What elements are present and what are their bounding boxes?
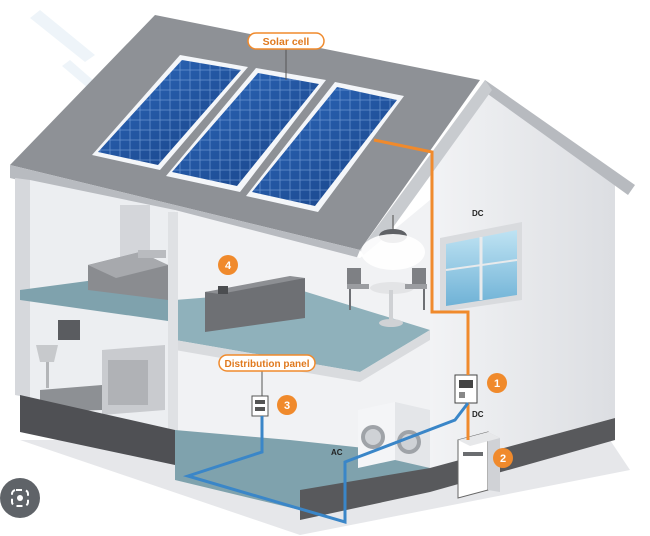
foundation-front (300, 468, 430, 520)
living-room (20, 320, 175, 465)
solar-panels (92, 55, 404, 212)
svg-text:4: 4 (225, 260, 232, 272)
interior-wall-upper (168, 212, 178, 432)
solar-cell-callout: Solar cell (247, 32, 325, 80)
image-search-button[interactable] (0, 478, 40, 518)
marker-3: 3 (277, 395, 297, 415)
ac-label: AC (331, 448, 343, 457)
dc-wire (373, 138, 470, 375)
marker-4: 4 (218, 255, 238, 275)
svg-text:1: 1 (494, 378, 500, 390)
bed (88, 250, 168, 300)
image-search-icon (11, 489, 29, 507)
dining-area (347, 215, 427, 327)
side-window (440, 222, 522, 312)
battery-unit (457, 431, 500, 499)
marker-1: 1 (487, 373, 507, 393)
svg-text:2: 2 (500, 453, 506, 465)
left-outer-wall (15, 178, 30, 398)
gable-wall-edge (485, 80, 635, 195)
inverter (454, 374, 478, 404)
gable-wall (430, 85, 615, 468)
distribution-panel-box (251, 395, 269, 417)
dc-label-inverter: DC (472, 410, 484, 419)
distribution-panel-callout: Distribution panel (218, 354, 316, 396)
svg-text:3: 3 (284, 400, 290, 412)
upper-floor-edge (175, 330, 430, 382)
distribution-panel-label: Distribution panel (225, 359, 310, 370)
dc-label-top: DC (472, 209, 484, 218)
marker-2: 2 (493, 448, 513, 468)
sideboard (205, 276, 305, 332)
ac-wire (182, 402, 470, 525)
solar-cell-label: Solar cell (263, 36, 310, 48)
